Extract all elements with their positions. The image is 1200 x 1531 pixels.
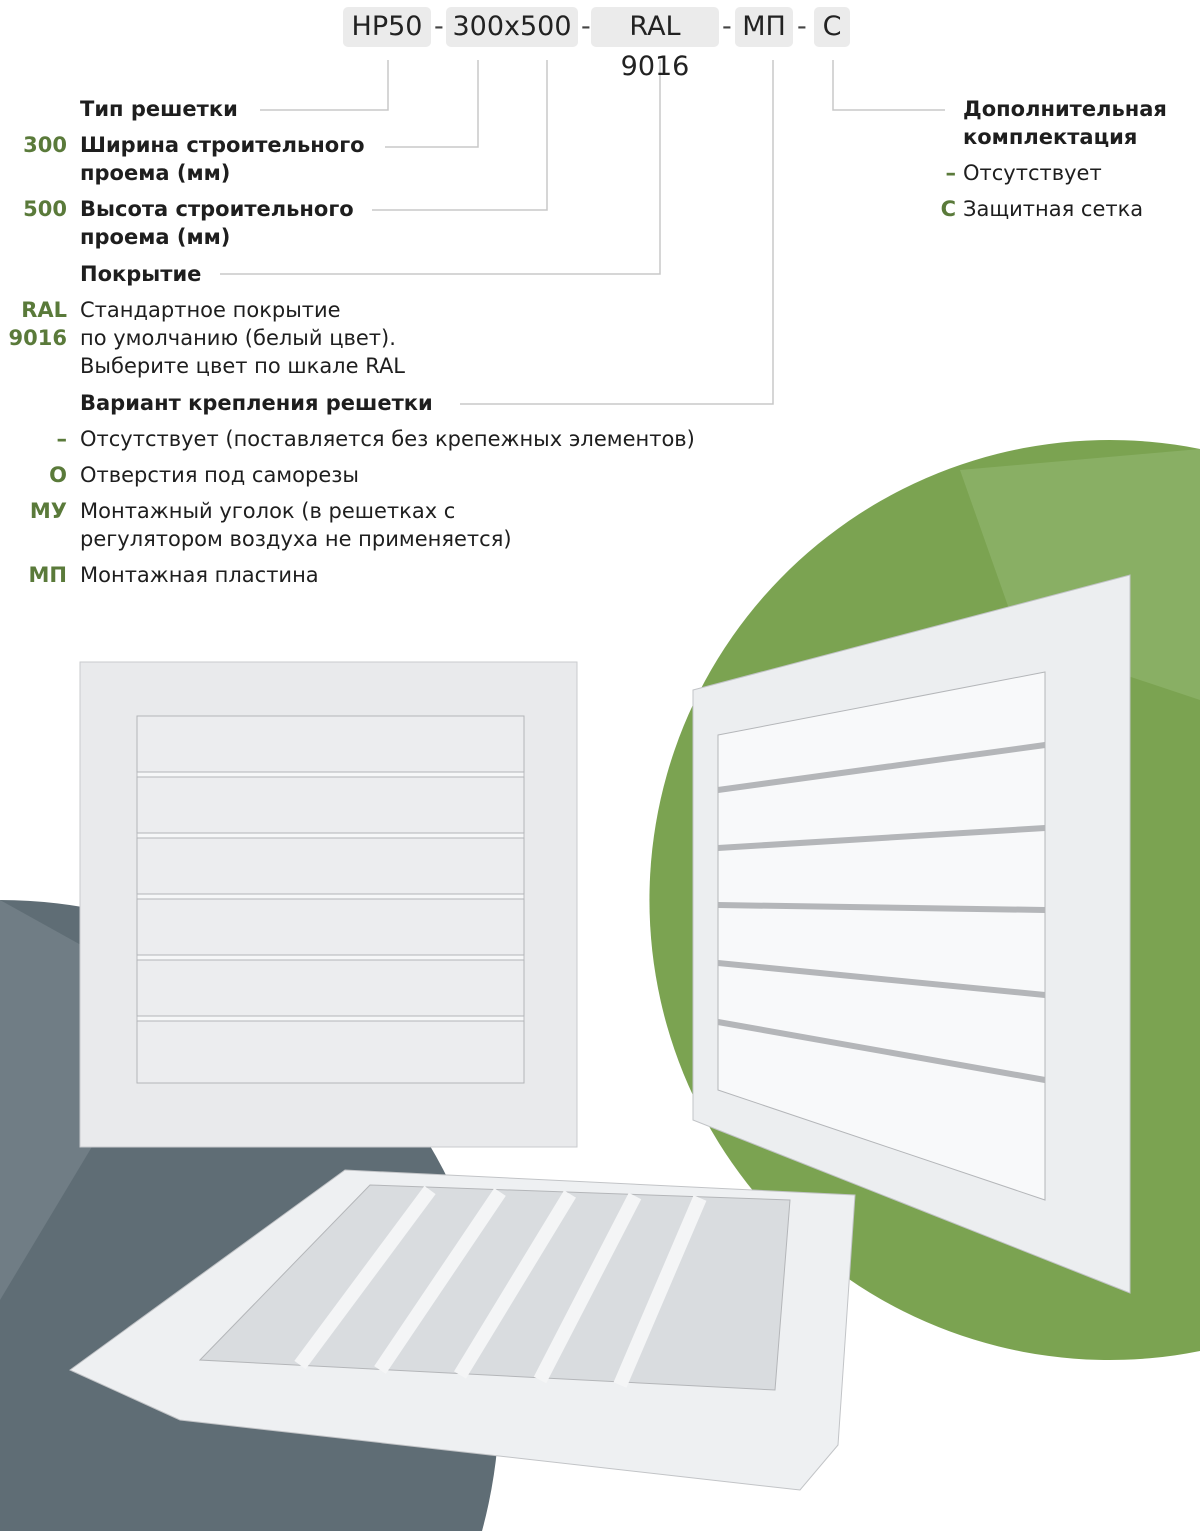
extra-code: С (940, 197, 956, 221)
extra-code: – (945, 161, 957, 185)
coating-label: Покрытие (80, 262, 202, 286)
grille-lying-image (69, 1169, 856, 1491)
code-separator: - (797, 11, 807, 42)
type-label: Тип решетки (80, 97, 238, 121)
grille-angled-image (692, 574, 1131, 1294)
height-label-1: Высота строительного (80, 197, 354, 221)
extra-label-1: Дополнительная (963, 97, 1167, 121)
height-label-2: проема (мм) (80, 225, 231, 249)
coating-text: по умолчанию (белый цвет). (80, 326, 396, 350)
width-label-1: Ширина строительного (80, 133, 365, 157)
mounting-code: – (56, 427, 68, 451)
code-chip-mounting: МП (735, 7, 793, 47)
coating-text: Выберите цвет по шкале RAL (80, 354, 406, 378)
connector-lines (220, 60, 945, 405)
code-separator: - (581, 11, 591, 42)
mounting-code: МП (28, 563, 67, 587)
code-chip-type: НР50 (343, 7, 431, 47)
code-separator: - (722, 11, 732, 42)
code-separator: - (434, 11, 444, 42)
height-code: 500 (23, 197, 67, 221)
code-chip-coating: RAL 9016 (591, 7, 719, 82)
mounting-code: О (49, 463, 67, 487)
extra-option-text: Отсутствует (963, 161, 1102, 185)
coating-code-2: 9016 (8, 326, 67, 350)
width-code: 300 (23, 133, 67, 157)
mounting-code: МУ (29, 499, 67, 523)
grille-front-image (79, 661, 578, 1148)
extra-option-text: Защитная сетка (963, 197, 1144, 221)
code-chip-extra: С (814, 7, 850, 47)
coating-text: Стандартное покрытие (80, 298, 341, 322)
code-chip-size: 300x500 (446, 7, 578, 47)
mounting-option-text: Отсутствует (поставляется без крепежных … (80, 427, 695, 451)
mounting-option-text: Монтажный уголок (в решетках с (80, 499, 456, 523)
mounting-option-text: Отверстия под саморезы (80, 463, 359, 487)
mounting-label: Вариант крепления решетки (80, 391, 433, 415)
coating-code-1: RAL (21, 298, 67, 322)
width-label-2: проема (мм) (80, 161, 231, 185)
mounting-option-text: регулятором воздуха не применяется) (80, 527, 512, 551)
extra-label-2: комплектация (963, 125, 1138, 149)
mounting-option-text: Монтажная пластина (80, 563, 319, 587)
